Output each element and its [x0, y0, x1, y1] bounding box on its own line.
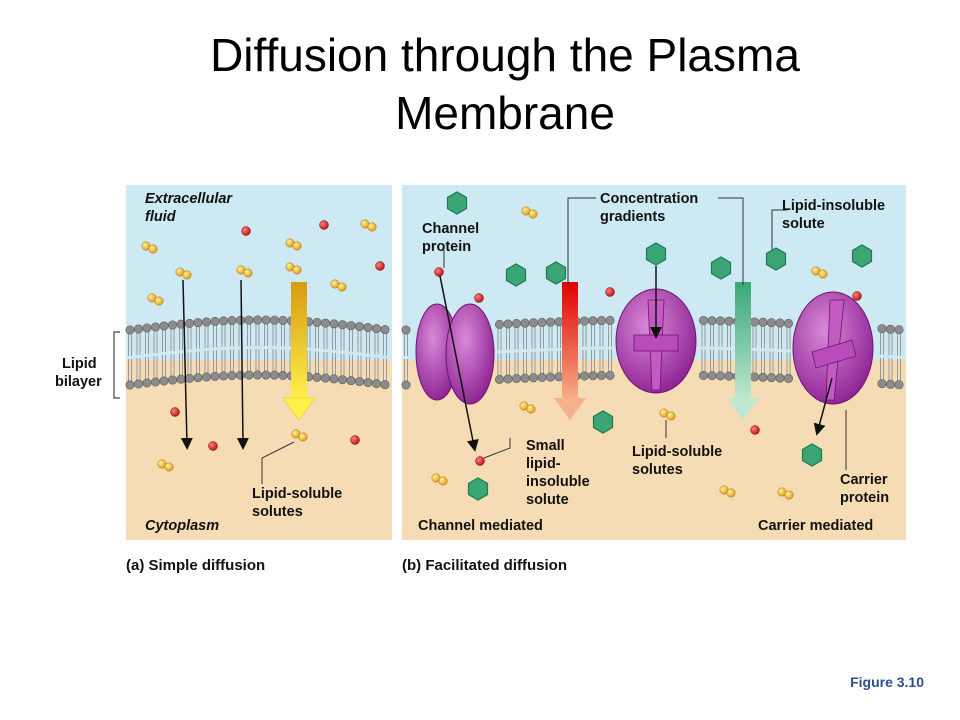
caption-facilitated-diffusion: (b) Facilitated diffusion	[402, 557, 567, 574]
caption-simple-diffusion: (a) Simple diffusion	[126, 557, 265, 574]
small-insoluble-label-4: solute	[526, 492, 569, 508]
pathway-arrows	[180, 266, 833, 452]
lipid-bilayer-b	[401, 315, 904, 390]
small-insoluble-label-3: insoluble	[526, 474, 590, 490]
small-insoluble-label-1: Small	[526, 438, 565, 454]
carrier-protein-1	[615, 288, 697, 394]
extracellular-label-2: fluid	[145, 209, 177, 225]
figure-number: Figure 3.10	[850, 674, 924, 690]
lipid-soluble-solutes-a-1: Lipid-soluble	[252, 486, 342, 502]
channel-protein	[415, 303, 495, 405]
carrier-mediated-label: Carrier mediated	[758, 518, 873, 534]
cytoplasm-label: Cytoplasm	[145, 518, 219, 534]
lipid-soluble-solutes-a-2: solutes	[252, 504, 303, 520]
channel-mediated-label: Channel mediated	[418, 518, 543, 534]
lipid-soluble-solutes-b-2: solutes	[632, 462, 683, 478]
small-insoluble-label-2: lipid-	[526, 456, 561, 472]
channel-protein-label-1: Channel	[422, 221, 479, 237]
lipid-bilayer-a	[125, 315, 390, 390]
gradient-arrow-yellow	[282, 282, 316, 421]
lipid-bilayer-bracket	[113, 331, 120, 399]
channel-protein-label-2: protein	[422, 239, 471, 255]
concentration-label-2: gradients	[600, 209, 665, 225]
carrier-protein-label-1: Carrier	[840, 472, 888, 488]
insoluble-solute-label-1: Lipid-insoluble	[782, 198, 885, 214]
carrier-protein-label-2: protein	[840, 490, 889, 506]
lipid-soluble-solutes-b-1: Lipid-soluble	[632, 444, 722, 460]
panel-a	[126, 185, 392, 540]
lipid-label-2: bilayer	[55, 374, 102, 390]
concentration-label-1: Concentration	[600, 191, 698, 207]
slide-title-line1: Diffusion through the Plasma	[210, 29, 800, 81]
solute-particles	[141, 191, 873, 501]
gradient-arrow-green	[727, 282, 759, 420]
carrier-protein-2	[792, 291, 874, 405]
leader-lines	[261, 197, 847, 484]
gradient-arrow-red	[554, 282, 586, 420]
extracellular-label-1: Extracellular	[145, 191, 233, 207]
slide-title-line2: Membrane	[395, 87, 615, 139]
slide-title: Diffusion through the Plasma Membrane	[0, 26, 960, 142]
insoluble-solute-label-2: solute	[782, 216, 825, 232]
panel-a-cytoplasm-bg	[126, 360, 392, 540]
lipid-label-1: Lipid	[62, 356, 97, 372]
